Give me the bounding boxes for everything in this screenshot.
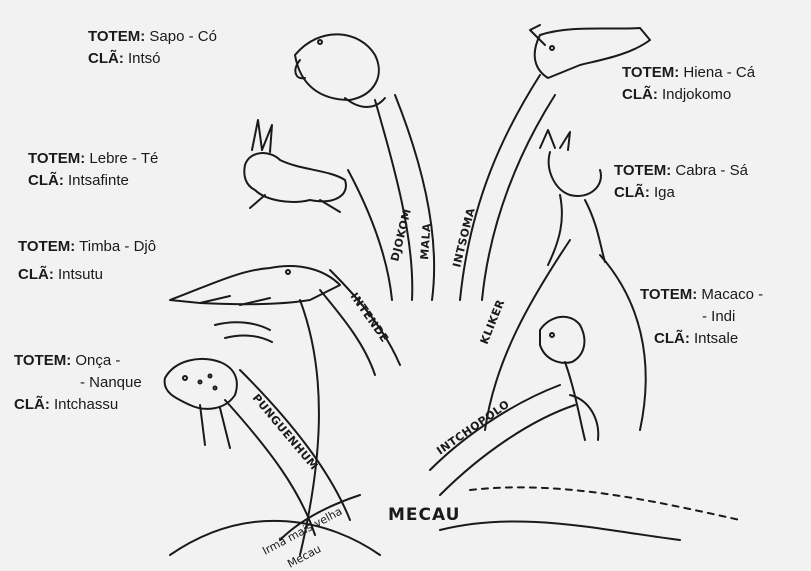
totem-name: Onça - — [75, 352, 120, 369]
clan-label-cabra: TOTEM: Cabra - Sá CLÃ: Iga — [614, 160, 748, 204]
branch-mala-outline — [375, 100, 412, 300]
totem-prefix: TOTEM: — [614, 162, 671, 179]
totem-name: Macaco - — [701, 286, 763, 303]
branch-intchopolo-outline-2 — [440, 405, 575, 495]
clan-label-lebre: TOTEM: Lebre - Té CLÃ: Intsafinte — [28, 148, 158, 192]
branch-label-mala: MALA — [418, 222, 434, 260]
cla-name: Indjokomo — [662, 86, 731, 103]
branch-intchopolo-outline — [430, 385, 560, 470]
branch-djokom-outline — [348, 170, 392, 300]
jaguar-icon — [165, 359, 237, 448]
goat-icon — [540, 130, 605, 265]
totem-name: Hiena - Cá — [683, 64, 755, 81]
hare-icon — [244, 120, 346, 212]
cla-prefix: CLÃ: — [18, 266, 54, 283]
branch-kliker-outline-2 — [600, 255, 646, 430]
cla-name: Intsale — [694, 330, 738, 347]
cla-name: Intchassu — [54, 396, 118, 413]
clan-label-sapo: TOTEM: Sapo - Có CLÃ: Intsó — [88, 26, 217, 70]
root-label-mecau: MECAU — [388, 505, 460, 525]
totem-name: Lebre - Té — [89, 150, 158, 167]
cla-name: Iga — [654, 184, 675, 201]
cla-prefix: CLÃ: — [614, 184, 650, 201]
branch-label-intchopolo: INTCHOPOLO — [434, 398, 512, 458]
totem-name: Cabra - Sá — [675, 162, 748, 179]
clan-label-timba: TOTEM: Timba - Djô CLÃ: Intsutu — [18, 236, 156, 286]
cla-prefix: CLÃ: — [14, 396, 50, 413]
branch-label-kliker: KLIKER — [478, 298, 508, 347]
ground-line-right-2 — [440, 521, 680, 540]
totem-name: Sapo - Có — [149, 28, 217, 45]
branch-label-intsoma: INTSOMA — [450, 206, 477, 268]
branch-intsoma-outline — [460, 75, 540, 300]
ground-line-right — [470, 487, 740, 520]
clan-label-hiena: TOTEM: Hiena - Cá CLÃ: Indjokomo — [622, 62, 755, 106]
totem-prefix: TOTEM: — [640, 286, 697, 303]
cla-name: Intsafinte — [68, 172, 129, 189]
clan-label-onca: TOTEM: Onça - - Nanque CLÃ: Intchassu — [14, 350, 142, 416]
totem-name-cont: - Indi — [702, 308, 735, 325]
totem-prefix: TOTEM: — [18, 238, 75, 255]
clan-label-macaco: TOTEM: Macaco - - Indi CLÃ: Intsale — [640, 284, 763, 350]
cla-name: Intsutu — [58, 266, 103, 283]
monkey-icon — [540, 317, 598, 440]
cla-prefix: CLÃ: — [28, 172, 64, 189]
cla-prefix: CLÃ: — [88, 50, 124, 67]
totem-prefix: TOTEM: — [622, 64, 679, 81]
totem-prefix: TOTEM: — [14, 352, 71, 369]
frog-icon — [295, 34, 385, 107]
totem-name: Timba - Djô — [79, 238, 156, 255]
crocodile-icon — [170, 266, 340, 342]
totem-name-cont: - Nanque — [80, 374, 142, 391]
cla-prefix: CLÃ: — [622, 86, 658, 103]
branch-label-punguenhum: PUNGUENHUM — [250, 392, 321, 473]
branch-intsoma-outline-2 — [482, 95, 555, 300]
branch-label-intende: INTENDE — [348, 290, 392, 345]
totem-prefix: TOTEM: — [28, 150, 85, 167]
cla-prefix: CLÃ: — [654, 330, 690, 347]
totem-prefix: TOTEM: — [88, 28, 145, 45]
cla-name: Intsó — [128, 50, 161, 67]
sister-label-line2: Mecau — [285, 542, 323, 570]
